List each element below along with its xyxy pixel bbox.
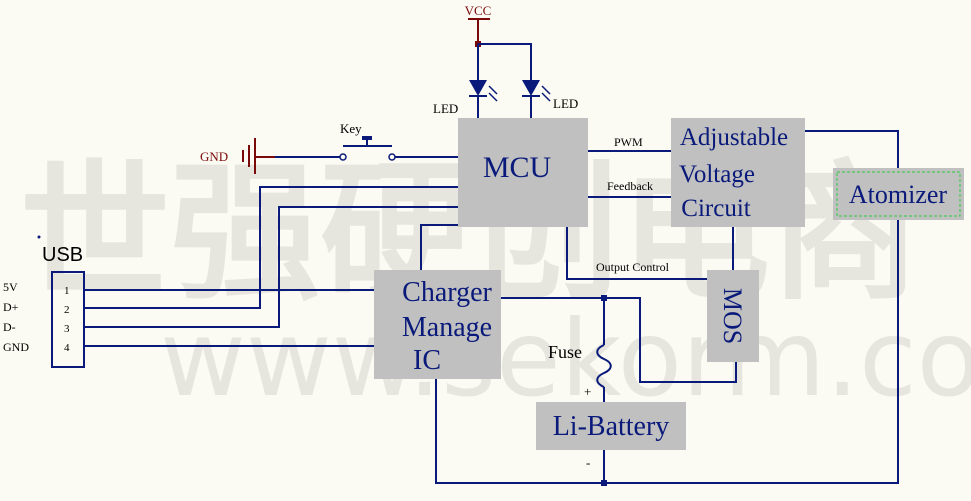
pin-number-4: 4: [64, 342, 70, 354]
gnd-label: GND: [200, 149, 228, 164]
atomizer-label: Atomizer: [849, 180, 948, 209]
wire-dminus: [84, 206, 458, 328]
led-rail: [478, 43, 532, 80]
mos-label: MOS: [718, 288, 747, 344]
pin-number-1: 1: [64, 285, 70, 297]
wire-avc-atomizer: [805, 130, 899, 168]
usb-pin-5v: 5V: [3, 280, 18, 294]
adjustable-voltage-circuit-block: [671, 118, 805, 227]
avc-line-2: Voltage: [679, 161, 755, 188]
wire-output-control: [566, 227, 707, 280]
battery-minus: -: [586, 455, 590, 470]
usb-pin-dp: D+: [3, 300, 19, 314]
atomizer-outline: [836, 171, 961, 217]
usb-pin-dm: D-: [3, 320, 16, 334]
atomizer-block: [833, 168, 964, 220]
avc-line-1: Adjustable: [680, 124, 788, 151]
mos-block: [707, 270, 759, 362]
vcc-label: VCC: [465, 3, 492, 18]
wire-dplus: [84, 186, 458, 309]
fuse-label: Fuse: [548, 342, 582, 362]
mcu-label: MCU: [483, 151, 552, 184]
pin-number-2: 2: [64, 304, 70, 316]
wire-mcu-charger: [420, 224, 458, 270]
pwm-label: PWM: [614, 135, 643, 149]
charger-line-3: IC: [413, 345, 441, 376]
avc-line-3: Circuit: [681, 195, 750, 222]
charger-line-1: Charger: [402, 277, 492, 308]
usb-pin-gnd: GND: [3, 340, 29, 354]
charger-manage-ic-block: [374, 270, 501, 379]
led-right-label: LED: [553, 96, 578, 111]
led-left-icon: [469, 80, 498, 102]
led-left-label: LED: [433, 101, 458, 116]
li-battery-block: [536, 402, 686, 450]
junction-ground: [601, 480, 607, 486]
usb-label: USB: [42, 244, 83, 266]
fuse-icon: [596, 344, 612, 388]
charger-line-2: Manage: [402, 312, 492, 343]
output-control-label: Output Control: [596, 260, 670, 274]
watermark-url: www.sekorm.com: [160, 298, 971, 420]
battery-plus: +: [584, 384, 591, 399]
wire-ground-bus: [435, 220, 899, 484]
usb-connector: [51, 271, 85, 368]
pin-number-3: 3: [64, 323, 70, 335]
battery-label: Li-Battery: [553, 411, 670, 442]
usb-dot: [37, 235, 41, 239]
led-right-icon: [522, 80, 551, 102]
wire-charger-mos: [501, 297, 737, 383]
key-label: Key: [340, 121, 362, 136]
feedback-label: Feedback: [607, 179, 653, 193]
mcu-block: [458, 118, 588, 227]
